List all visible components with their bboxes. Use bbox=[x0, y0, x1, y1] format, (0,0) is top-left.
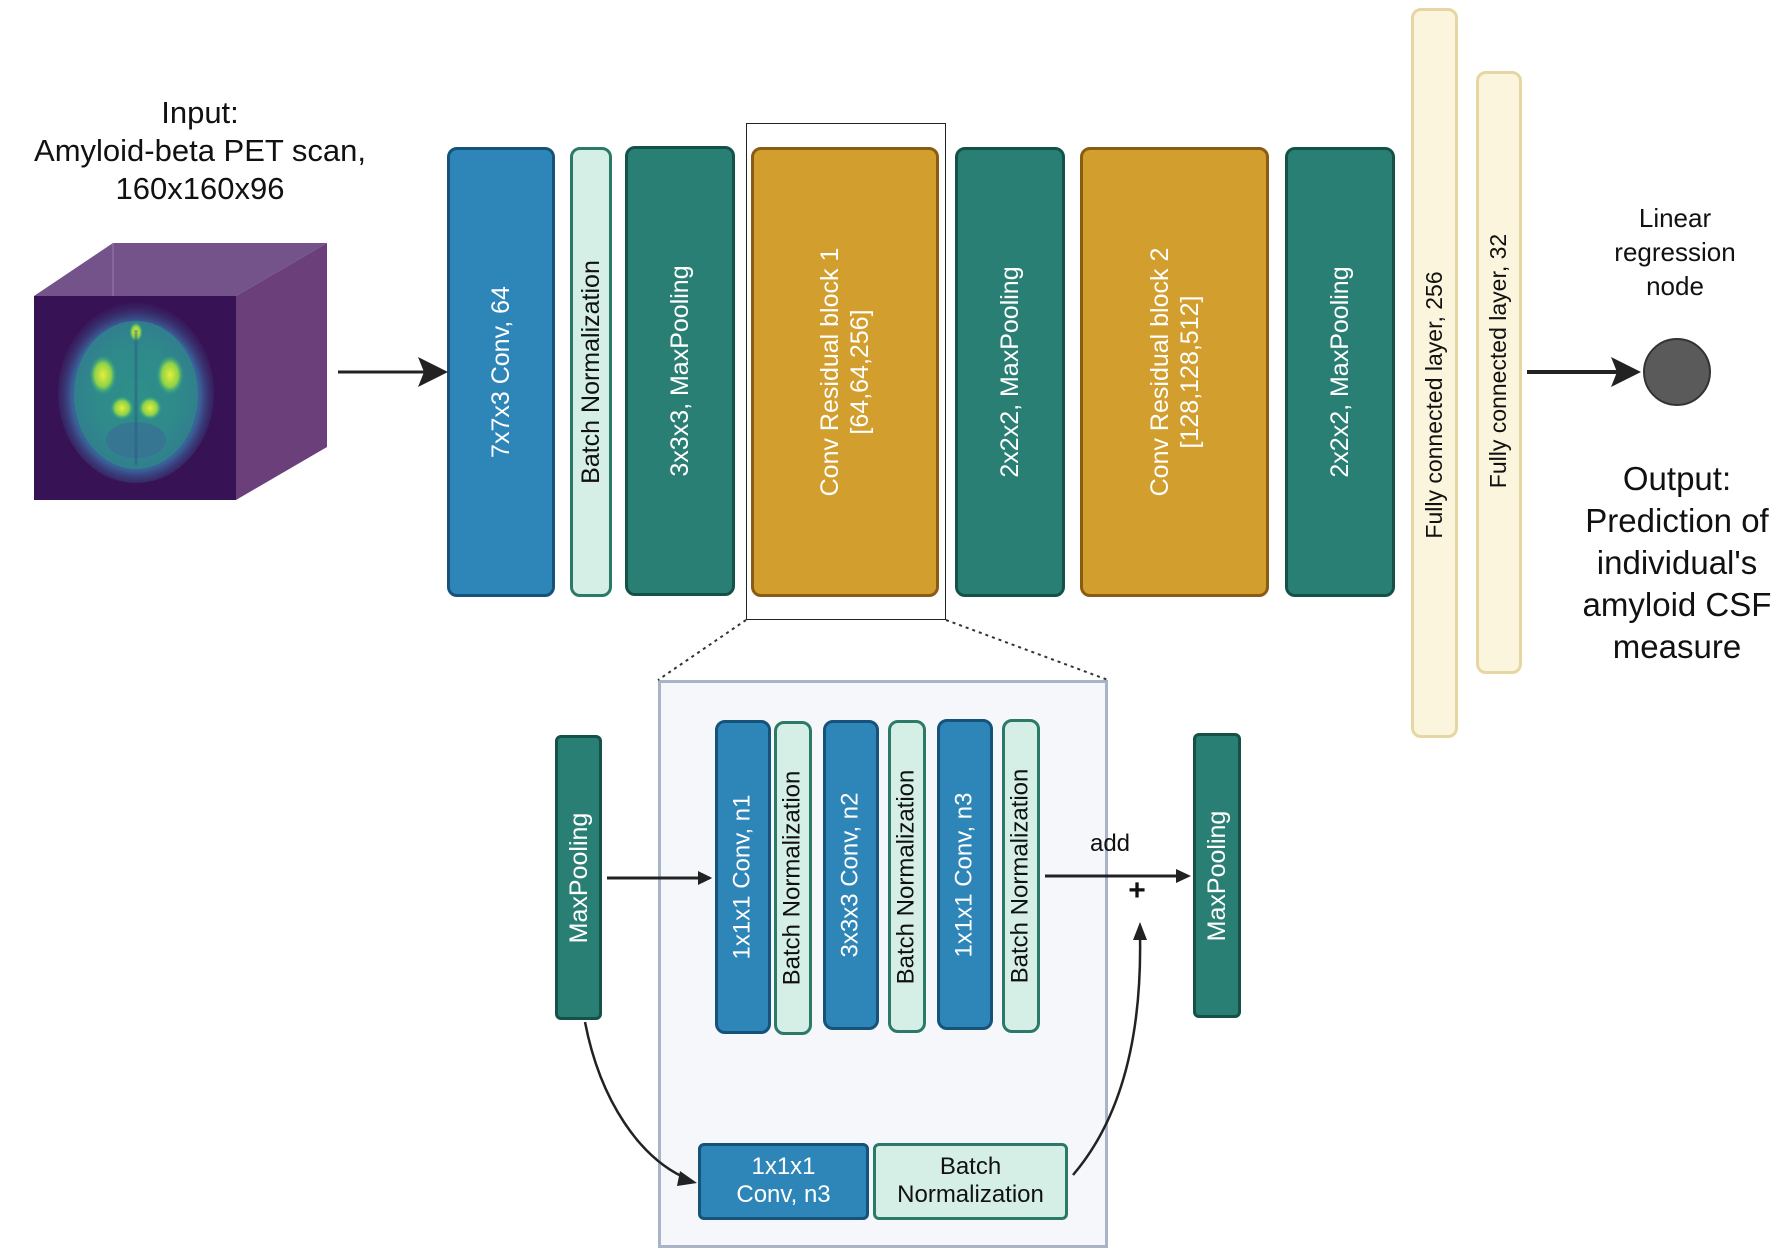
fully-connected-32-block: Fully connected layer, 32 bbox=[1476, 71, 1522, 674]
shortcut-bn-line2: Normalization bbox=[897, 1181, 1044, 1209]
fully-connected-256-block: Fully connected layer, 256 bbox=[1411, 8, 1458, 738]
shortcut-bn-line1: Batch bbox=[939, 1152, 1002, 1180]
output-title-line1: Output: bbox=[1622, 460, 1732, 497]
shortcut-out-arrow bbox=[1072, 922, 1147, 1176]
add-arrow bbox=[1045, 869, 1191, 883]
detail-shortcut-conv: 1x1x1 Conv, n3 bbox=[698, 1143, 869, 1220]
input-title: Input: Amyloid-beta PET scan, 160x160x96 bbox=[0, 94, 400, 208]
output-title: Output: Prediction of individual's amylo… bbox=[1570, 458, 1784, 668]
output-title-line2: Prediction of bbox=[1585, 502, 1769, 539]
conv-residual-block-1: Conv Residual block 1 [64,64,256] bbox=[751, 147, 939, 597]
detail-batchnorm-c: Batch Normalization bbox=[1002, 719, 1040, 1033]
zoom-line-left bbox=[657, 619, 747, 681]
output-title-line4: amyloid CSF bbox=[1582, 586, 1772, 623]
residual-block-1-highlight-frame bbox=[746, 123, 946, 620]
input-title-line2: Amyloid-beta PET scan, bbox=[34, 133, 366, 168]
add-label: add bbox=[1089, 830, 1131, 857]
node-label-line2: regression bbox=[1614, 237, 1736, 267]
detail-left-maxpool: MaxPooling bbox=[555, 735, 602, 1020]
plus-sign: + bbox=[1128, 874, 1146, 907]
conv-residual-block-2: Conv Residual block 2 [128,128,512] bbox=[1080, 147, 1269, 597]
batch-normalization-block: Batch Normalization bbox=[570, 147, 612, 597]
detail-input-arrow bbox=[607, 871, 712, 885]
shortcut-conv-line2: Conv, n3 bbox=[736, 1181, 831, 1209]
detail-batchnorm-b: Batch Normalization bbox=[888, 720, 926, 1033]
output-title-line3: individual's bbox=[1596, 544, 1758, 581]
detail-conv-1x1x1-n1: 1x1x1 Conv, n1 bbox=[715, 720, 771, 1034]
maxpool-2x2x2-block-1: 2x2x2, MaxPooling bbox=[955, 147, 1065, 597]
detail-shortcut-batchnorm-label: Batch Normalization bbox=[876, 1153, 1065, 1211]
cube-side-face bbox=[236, 243, 327, 500]
detail-shortcut-batchnorm: Batch Normalization bbox=[873, 1143, 1068, 1220]
detail-shortcut-conv-label: 1x1x1 Conv, n3 bbox=[701, 1153, 866, 1211]
linear-regression-node bbox=[1643, 338, 1711, 406]
input-title-line1: Input: bbox=[161, 95, 239, 130]
detail-right-maxpool: MaxPooling bbox=[1193, 733, 1241, 1018]
input-title-line3: 160x160x96 bbox=[115, 171, 285, 206]
detail-batchnorm-a: Batch Normalization bbox=[774, 721, 812, 1035]
detail-conv-1x1x1-n3: 1x1x1 Conv, n3 bbox=[937, 719, 993, 1030]
shortcut-in-arrow bbox=[583, 1021, 697, 1186]
zoom-line-right bbox=[945, 619, 1109, 681]
node-label-line3: node bbox=[1646, 271, 1704, 301]
maxpool-3x3x3-block: 3x3x3, MaxPooling bbox=[625, 146, 735, 596]
maxpool-2x2x2-block-2: 2x2x2, MaxPooling bbox=[1285, 147, 1395, 597]
shortcut-conv-line1: 1x1x1 bbox=[751, 1152, 816, 1180]
cube-top-face bbox=[34, 243, 327, 296]
conv-7x7x3-block: 7x7x3 Conv, 64 bbox=[447, 147, 555, 597]
detail-conv-3x3x3-n2: 3x3x3 Conv, n2 bbox=[823, 720, 879, 1030]
node-label-line1: Linear bbox=[1638, 203, 1712, 233]
linear-regression-node-label: Linear regression node bbox=[1580, 201, 1770, 303]
pet-brain-scan bbox=[58, 303, 214, 483]
output-title-line5: measure bbox=[1612, 628, 1742, 665]
